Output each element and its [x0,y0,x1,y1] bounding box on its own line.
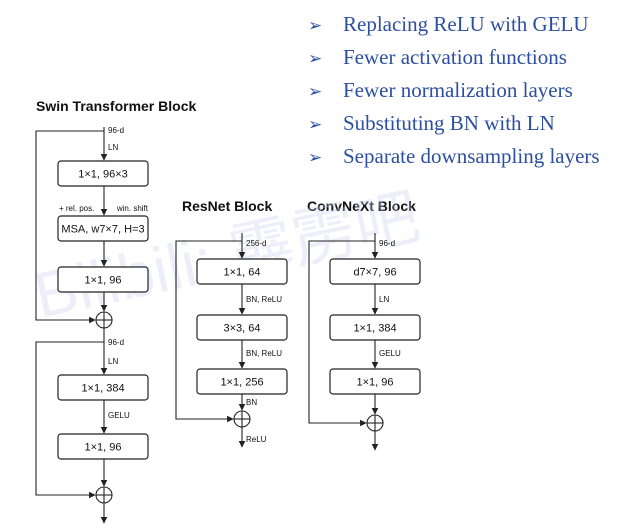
convnext-activation-label: GELU [379,349,401,358]
arrow-bullet-icon: ➢ [308,82,323,101]
resnet-conv1-label: 1×1, 64 [223,267,260,279]
arrow-bullet-icon: ➢ [308,49,323,68]
resnet-dim-label: 256-d [246,239,266,248]
swin-proj-label: 1×1, 96 [84,275,121,287]
resnet-relu-label: ReLU [246,435,267,444]
swin-msa-box [57,215,149,242]
bullet-text: Fewer activation functions [343,45,567,69]
swin-activation-label: GELU [108,411,130,420]
swin-proj-box [57,266,149,293]
arrow-bullet-icon: ➢ [308,115,323,134]
convnext-dim-label: 96-d [379,239,395,248]
swin-mlp1-label: 1×1, 384 [81,383,124,395]
swin-winshift-label: win. shift [116,204,149,213]
swin-norm-label: LN [108,143,118,152]
convnext-block: 96-d d7×7, 96 LN 1×1, 384 GELU 1×1, 96 [308,233,421,451]
swin-title: Swin Transformer Block [36,98,197,114]
bullet-item: ➢ Separate downsampling layers [308,140,600,173]
resnet-conv3-label: 1×1, 256 [220,377,263,389]
arrow-bullet-icon: ➢ [308,148,323,167]
resnet-activation-label: BN, ReLU [246,349,282,358]
resnet-conv2-label: 3×3, 64 [223,323,260,335]
convnext-dwconv-label: d7×7, 96 [353,267,396,279]
resnet-title: ResNet Block [182,198,273,214]
resnet-block: 256-d 1×1, 64 BN, ReLU 3×3, 64 BN, ReLU … [175,233,288,448]
swin-skip-connection [35,341,104,499]
arrow-bullet-icon: ➢ [308,16,323,35]
bullet-text: Fewer normalization layers [343,78,573,102]
swin-qkv-label: 1×1, 96×3 [78,169,128,181]
swin-mlp1-box [57,374,149,401]
convnext-skip-connection [308,240,375,427]
convnext-pw2-label: 1×1, 96 [356,377,393,389]
bullet-item: ➢ Fewer normalization layers [308,74,600,107]
bullet-item: ➢ Replacing ReLU with GELU [308,8,600,41]
resnet-activation-label: BN, ReLU [246,295,282,304]
swin-mlp2-label: 1×1, 96 [84,442,121,454]
convnext-title: ConvNeXt Block [307,198,416,214]
bullet-text: Separate downsampling layers [343,144,600,168]
swin-relpos-label: + rel. pos. [59,204,94,213]
resnet-skip-connection [175,240,242,423]
swin-dim-label: 96-d [108,126,124,135]
swin-dim-label: 96-d [108,338,124,347]
changes-list: ➢ Replacing ReLU with GELU ➢ Fewer activat… [308,8,600,173]
bullet-item: ➢ Substituting BN with LN [308,107,600,140]
convnext-pw1-label: 1×1, 384 [353,323,396,335]
convnext-norm-label: LN [379,295,389,304]
swin-block: 96-d LN 1×1, 96×3 + rel. pos. win. shift… [35,126,149,524]
swin-qkv-box [57,160,149,187]
bullet-text: Replacing ReLU with GELU [343,12,589,36]
resnet-norm-label: BN [246,398,257,407]
watermark: Bilibili: 霹雳吧 [28,180,426,332]
bullet-text: Substituting BN with LN [343,111,555,135]
bullet-item: ➢ Fewer activation functions [308,41,600,74]
swin-norm-label: LN [108,357,118,366]
swin-msa-label: MSA, w7×7, H=3 [61,224,144,236]
swin-skip-connection [35,130,104,324]
swin-mlp2-box [57,433,149,460]
